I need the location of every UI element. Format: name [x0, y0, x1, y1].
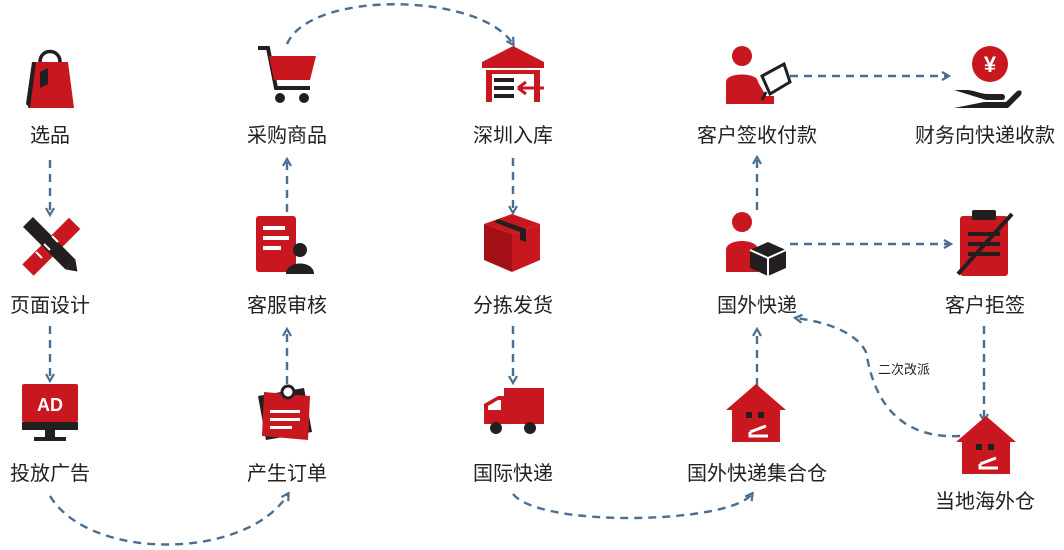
delivery-truck-icon [484, 388, 544, 434]
node-label-order: 产生订单 [247, 461, 327, 485]
node-label-review: 客服审核 [247, 293, 327, 317]
node-label-sort: 分拣发货 [473, 293, 553, 317]
node-label-abroad: 国外快递 [717, 293, 797, 317]
edge-ads-order [48, 494, 288, 546]
node-label-purchase: 采购商品 [247, 123, 327, 147]
ad-icon-text: AD [37, 395, 63, 415]
edge-label-reassign: 二次改派 [878, 362, 930, 378]
node-label-hub: 国外快递集合仓 [687, 461, 827, 485]
node-label-select: 选品 [30, 123, 70, 147]
yen-icon-text: ¥ [984, 52, 997, 77]
ruler-pencil-icon [22, 217, 81, 276]
warehouse-inbound-icon [482, 46, 544, 102]
edge-intl-hub [512, 494, 752, 520]
edges [48, 3, 984, 546]
package-box-icon [484, 214, 540, 272]
node-label-warehouse: 深圳入库 [473, 123, 553, 147]
warehouse-house-icon [956, 416, 1016, 474]
warehouse-house-icon [726, 384, 786, 442]
shopping-cart-icon [258, 46, 316, 103]
node-label-intl: 国际快递 [473, 461, 553, 485]
node-label-design: 页面设计 [10, 293, 90, 317]
courier-box-icon [726, 212, 787, 276]
crossed-clipboard-icon [956, 210, 1014, 276]
pinned-note-icon [258, 384, 312, 440]
node-label-local: 当地海外仓 [935, 489, 1035, 513]
ad-monitor-icon: AD [22, 384, 78, 441]
edge-purchase-warehouse [285, 3, 513, 44]
node-label-refuse: 客户拒签 [945, 293, 1025, 317]
node-label-sign: 客户签收付款 [697, 123, 817, 147]
node-label-finance: 财务向快递收款 [915, 123, 1055, 147]
document-person-icon [256, 216, 314, 274]
hand-yen-icon: ¥ [954, 46, 1022, 108]
node-labels: 选品 页面设计 投放广告 采购商品 客服审核 产生订单 深圳入库 分拣发货 国际… [10, 123, 1055, 513]
person-signing-icon [726, 46, 792, 104]
edge-local-abroad [796, 318, 961, 438]
shopping-bag-icon [26, 49, 74, 108]
node-label-ads: 投放广告 [10, 461, 90, 485]
